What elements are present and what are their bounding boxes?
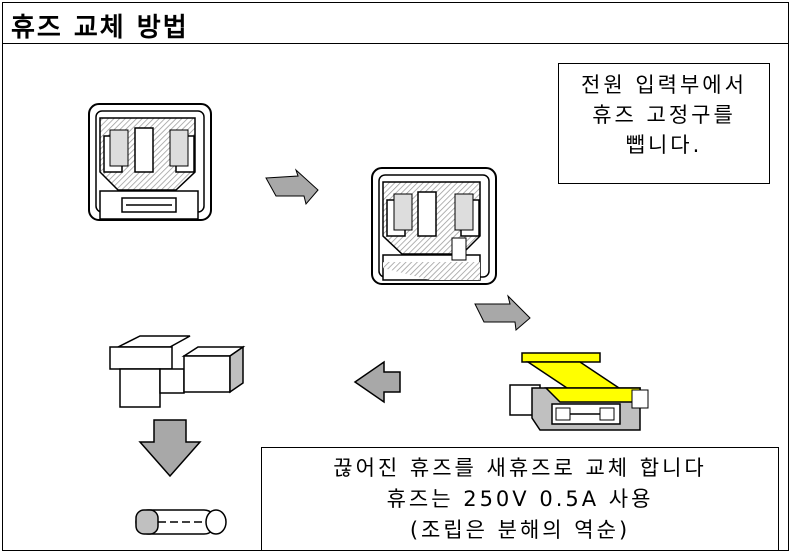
page-title: 휴즈 교체 방법 [11,13,189,43]
arrow-step1-icon [265,168,319,206]
title-bar: 휴즈 교체 방법 [3,3,788,44]
step1-line-1: 전원 입력부에서 [581,73,747,97]
fuse-holder-removed [509,352,649,431]
step2-line-2: 휴즈는 250V 0.5A 사용 [386,487,654,511]
step2-instruction-box: 끊어진 휴즈를 새휴즈로 교체 합니다 휴즈는 250V 0.5A 사용 (조립… [261,447,779,551]
power-inlet-open [371,167,497,285]
arrow-down-icon [138,419,202,478]
step1-line-3: 뺍니다. [625,133,703,157]
step2-line-1: 끊어진 휴즈를 새휴즈로 교체 합니다 [333,456,707,480]
step2-line-3: (조립은 분해의 역순) [409,518,631,542]
fuse-holder-open [109,335,246,408]
step1-line-2: 휴즈 고정구를 [592,103,736,127]
power-inlet-closed [88,103,212,221]
glass-fuse [135,509,227,535]
step1-instruction-box: 전원 입력부에서 휴즈 고정구를 뺍니다. [558,63,770,184]
arrow-step2-icon [474,294,531,331]
arrow-left-icon [353,360,401,404]
